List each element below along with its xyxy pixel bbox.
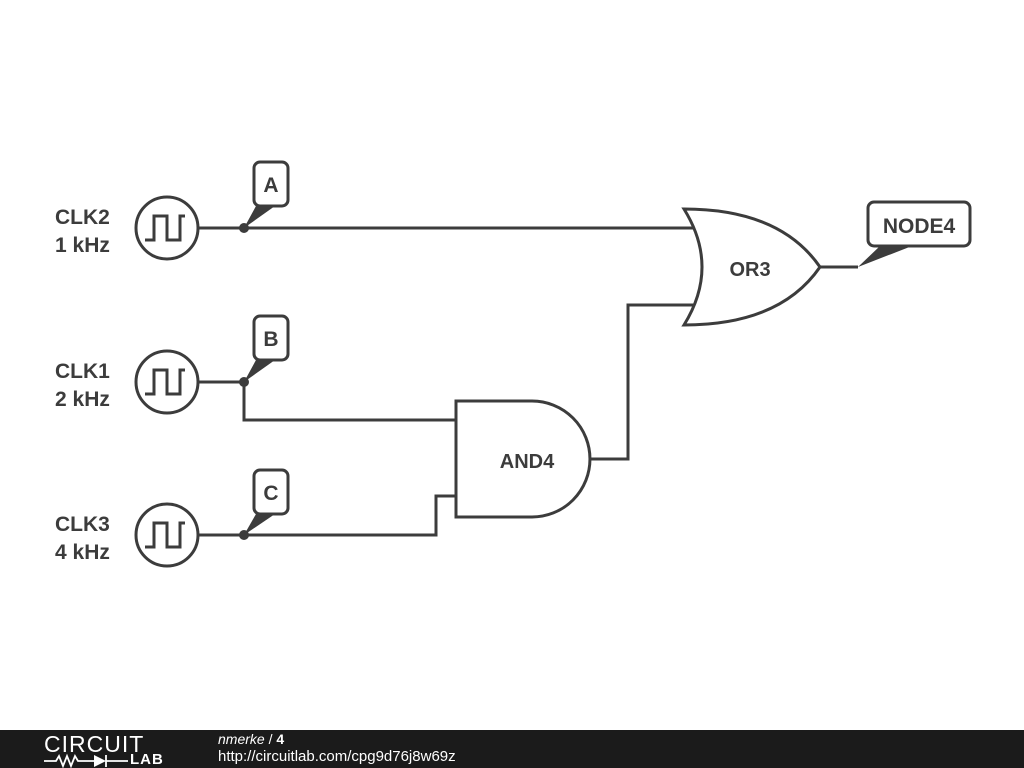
logo-text-circuit: CIRCUIT [44, 731, 145, 757]
and-gate[interactable]: AND4 [454, 399, 592, 519]
node-tag-b-label: B [263, 328, 278, 351]
author-link[interactable]: nmerke [218, 731, 265, 747]
or-gate-label: OR3 [729, 259, 770, 281]
revision-number: 4 [276, 731, 285, 747]
resistor-diode-icon [44, 753, 128, 768]
meta-separator: / [264, 731, 277, 747]
square-wave-icon [145, 368, 185, 396]
source-name-clk3: CLK3 [55, 513, 110, 536]
circuit-url-link[interactable]: http://circuitlab.com/cpg9d76j8w69z [218, 748, 456, 765]
node-tag-a[interactable]: A [244, 160, 290, 228]
source-freq-clk1: 2 kHz [55, 388, 110, 411]
wire-clk3-to-and4 [198, 494, 456, 537]
and-gate-label: AND4 [500, 451, 555, 473]
node-tag-c[interactable]: C [244, 468, 290, 535]
logo-text-lab: LAB [130, 751, 164, 768]
clock-source-clk3[interactable] [134, 502, 200, 568]
node-tag-c-label: C [263, 482, 278, 505]
footer-bar: CIRCUIT LAB nmerke / 4 http://circuitlab… [0, 730, 1024, 768]
source-name-clk1: CLK1 [55, 360, 110, 383]
source-freq-clk3: 4 kHz [55, 541, 110, 564]
node-tag-b[interactable]: B [244, 314, 290, 382]
clock-source-clk2[interactable] [134, 195, 200, 261]
node-tag-a-label: A [263, 174, 278, 197]
output-node-tag-label: NODE4 [883, 215, 956, 238]
schematic: CLK2 1 kHz CLK1 2 kHz CLK3 4 kHz A B C A… [55, 160, 972, 568]
wire-clk1-to-and4 [198, 380, 456, 422]
source-freq-clk2: 1 kHz [55, 234, 110, 257]
source-name-clk2: CLK2 [55, 206, 110, 229]
wires [198, 226, 858, 537]
wire-and4-to-or3 [590, 303, 697, 461]
output-node-tag[interactable]: NODE4 [858, 200, 972, 267]
or-gate[interactable]: OR3 [681, 207, 822, 327]
square-wave-icon [145, 214, 185, 242]
circuit-meta: nmerke / 4 http://circuitlab.com/cpg9d76… [218, 731, 456, 765]
circuitlab-logo[interactable]: CIRCUIT LAB [42, 731, 182, 768]
square-wave-icon [145, 521, 185, 549]
clock-source-clk1[interactable] [134, 349, 200, 415]
